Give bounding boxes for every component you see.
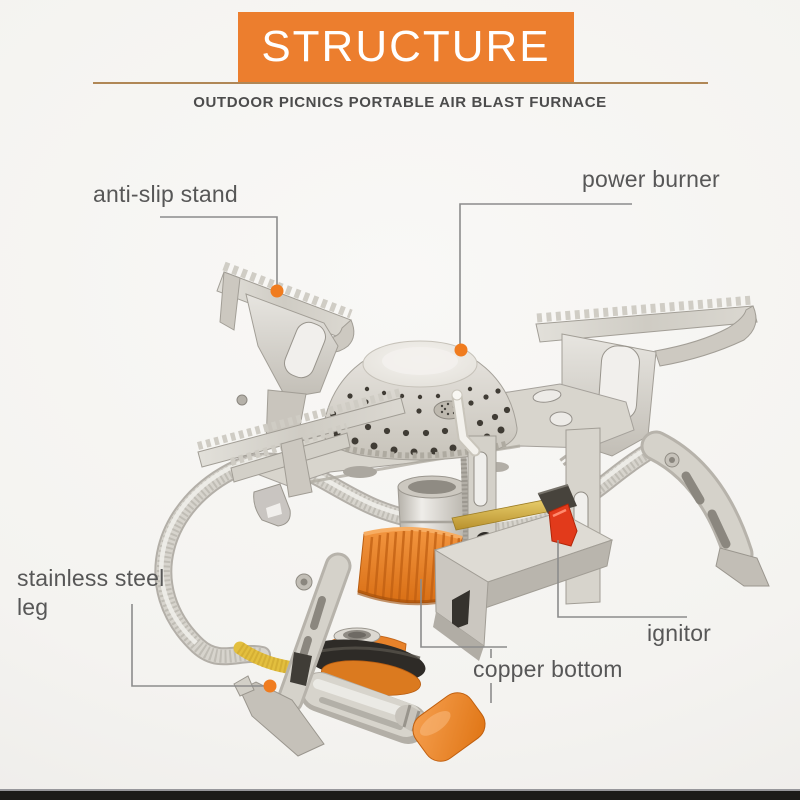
folding-leg-right: [640, 430, 770, 587]
callout-line-stainless-steel-leg: [131, 604, 264, 687]
label-ignitor: ignitor: [647, 620, 712, 646]
valve-stem-thread: [460, 437, 470, 561]
regulator-assembly: [300, 627, 486, 762]
divider-rule: [93, 82, 708, 84]
ignitor-button: [548, 503, 578, 547]
hook-foot: [253, 483, 291, 527]
valve-control-knob: [412, 692, 486, 762]
dot-stainless-steel-leg: [263, 679, 277, 693]
callout-line-ignitor: [557, 540, 687, 618]
leg-foot: [239, 681, 325, 757]
title-banner: STRUCTURE: [238, 12, 574, 82]
bottom-divider-line: [0, 789, 800, 791]
bottom-dark-bar: [0, 791, 800, 800]
serrated-edge: [222, 261, 353, 319]
callout-lines: [131, 203, 687, 703]
callout-line-power-burner: [459, 203, 632, 347]
callout-line-anti-slip-stand: [160, 216, 278, 288]
label-power-burner: power burner: [582, 166, 720, 192]
serrated-edge: [536, 295, 754, 323]
label-stainless-steel-leg: stainless steel leg: [17, 565, 165, 620]
callout-dots: [263, 284, 468, 693]
page-title: STRUCTURE: [261, 22, 551, 71]
stainless-leg-left: [233, 552, 352, 757]
ignition-electrode: [451, 389, 481, 457]
label-copper-bottom: copper bottom: [473, 656, 623, 682]
page-subtitle: OUTDOOR PICNICS PORTABLE AIR BLAST FURNA…: [193, 94, 607, 111]
dot-power-burner: [454, 343, 468, 357]
folded-support-arm: [196, 388, 406, 527]
label-anti-slip-stand: anti-slip stand: [93, 181, 238, 207]
dot-anti-slip-stand: [270, 284, 284, 298]
leg-foot: [715, 547, 770, 587]
callout-line-copper-bottom: [420, 579, 507, 648]
